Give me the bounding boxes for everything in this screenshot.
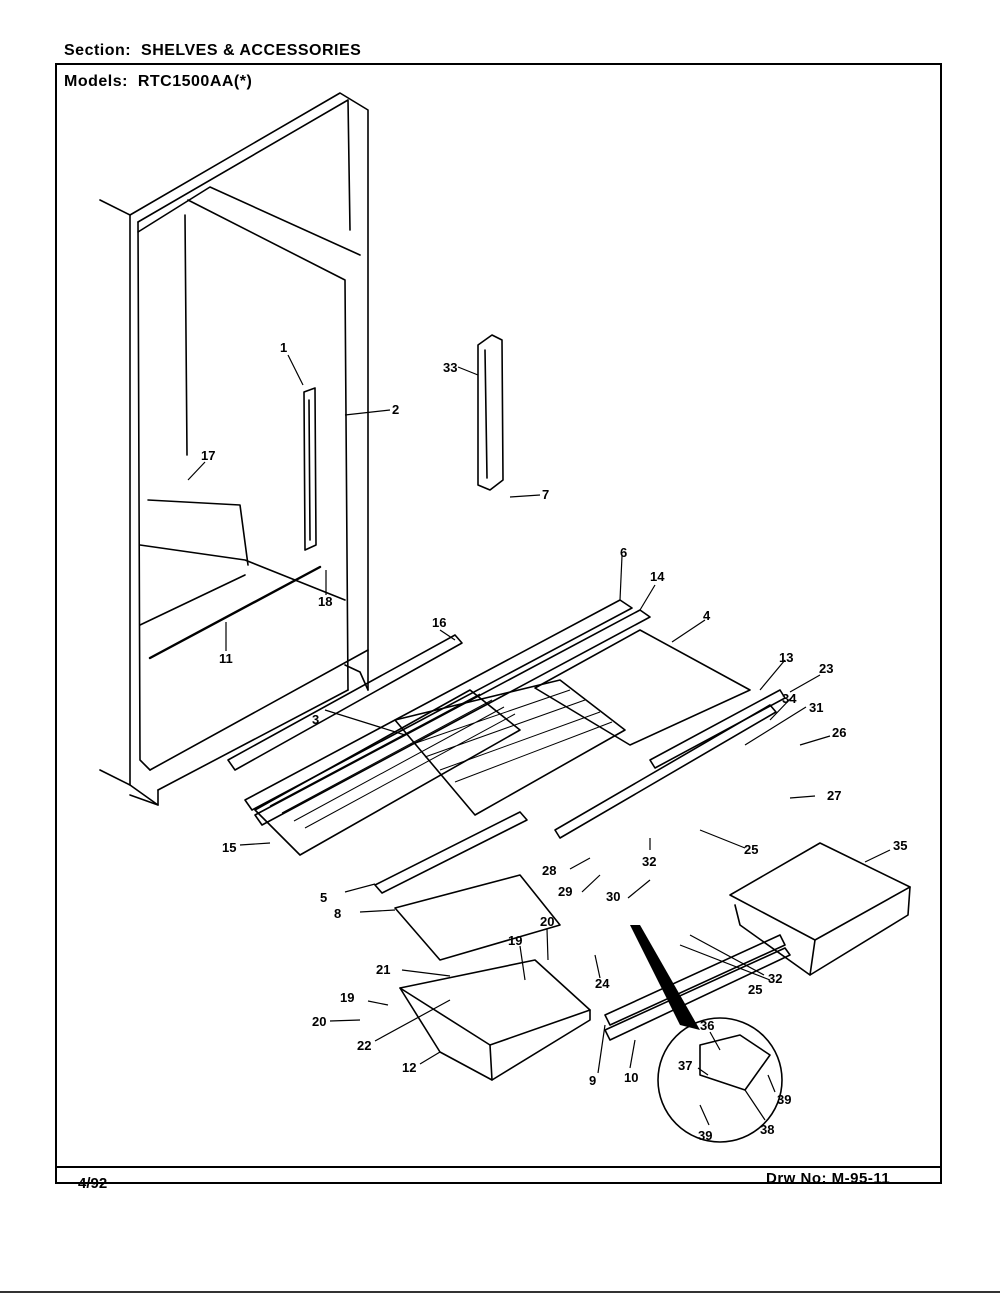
- callout-3: 3: [312, 712, 319, 727]
- callout-33: 33: [443, 360, 457, 375]
- callout-6: 6: [620, 545, 627, 560]
- callout-37: 37: [678, 1058, 692, 1073]
- section-heading: Section: SHELVES & ACCESSORIES: [64, 42, 361, 60]
- callout-32b: 32: [768, 971, 782, 986]
- callout-29: 29: [558, 884, 572, 899]
- callout-36: 36: [700, 1018, 714, 1033]
- callout-14: 14: [650, 569, 665, 584]
- callout-22: 22: [357, 1038, 371, 1053]
- callout-28: 28: [542, 863, 556, 878]
- callout-7: 7: [542, 487, 549, 502]
- diagram-frame: [55, 63, 942, 1184]
- section-value: SHELVES & ACCESSORIES: [141, 42, 362, 59]
- callout-26: 26: [832, 725, 846, 740]
- callout-23: 23: [819, 661, 833, 676]
- shelf-rails: [227, 599, 786, 894]
- detail-pointer: [630, 925, 700, 1030]
- models-value: RTC1500AA(*): [137, 73, 253, 90]
- callout-31: 31: [809, 700, 823, 715]
- footer-divider: [55, 1166, 942, 1168]
- callout-1: 1: [280, 340, 287, 355]
- callout-20a: 20: [540, 914, 554, 929]
- cabinet-frame: [99, 92, 369, 806]
- detail-inset: [657, 1017, 783, 1143]
- models-heading: Models: RTC1500AA(*): [64, 73, 252, 91]
- callout-32a: 32: [642, 854, 656, 869]
- part-4-glass-shelf: [534, 629, 751, 746]
- callout-38: 38: [760, 1122, 774, 1137]
- callout-4: 4: [703, 608, 711, 623]
- callout-19b: 19: [340, 990, 354, 1005]
- part-1-rail: [303, 387, 317, 551]
- callout-25a: 25: [744, 842, 758, 857]
- callout-5: 5: [320, 890, 327, 905]
- callout-25b: 25: [748, 982, 762, 997]
- models-label: Models:: [64, 73, 128, 90]
- callout-16: 16: [432, 615, 446, 630]
- callout-11: 11: [219, 651, 233, 666]
- callout-34: 34: [782, 691, 797, 706]
- callout-18: 18: [318, 594, 332, 609]
- callout-13: 13: [779, 650, 793, 665]
- callout-30: 30: [606, 889, 620, 904]
- callout-21: 21: [376, 962, 390, 977]
- callout-12: 12: [402, 1060, 416, 1075]
- callout-39b: 39: [698, 1128, 712, 1143]
- callout-15: 15: [222, 840, 236, 855]
- callout-19a: 19: [508, 933, 522, 948]
- callout-9: 9: [589, 1073, 596, 1088]
- callout-24: 24: [595, 976, 610, 991]
- callout-17: 17: [201, 448, 215, 463]
- part-12-drawer: [399, 959, 591, 1081]
- part-35-drawer: [729, 842, 911, 976]
- callout-35: 35: [893, 838, 907, 853]
- wire-shelves: [254, 679, 626, 856]
- callout-39a: 39: [777, 1092, 791, 1107]
- callout-8: 8: [334, 906, 341, 921]
- part-8-cover: [394, 874, 561, 961]
- section-label: Section:: [64, 42, 132, 59]
- callout-2: 2: [392, 402, 399, 417]
- callout-27: 27: [827, 788, 841, 803]
- callout-20b: 20: [312, 1014, 326, 1029]
- revision-date: 4/92: [78, 1175, 108, 1192]
- page-bottom-rule: [0, 1291, 1000, 1293]
- part-33-bracket: [477, 334, 504, 491]
- callout-10: 10: [624, 1070, 638, 1085]
- drawing-number: Drw No: M-95-11: [766, 1170, 891, 1187]
